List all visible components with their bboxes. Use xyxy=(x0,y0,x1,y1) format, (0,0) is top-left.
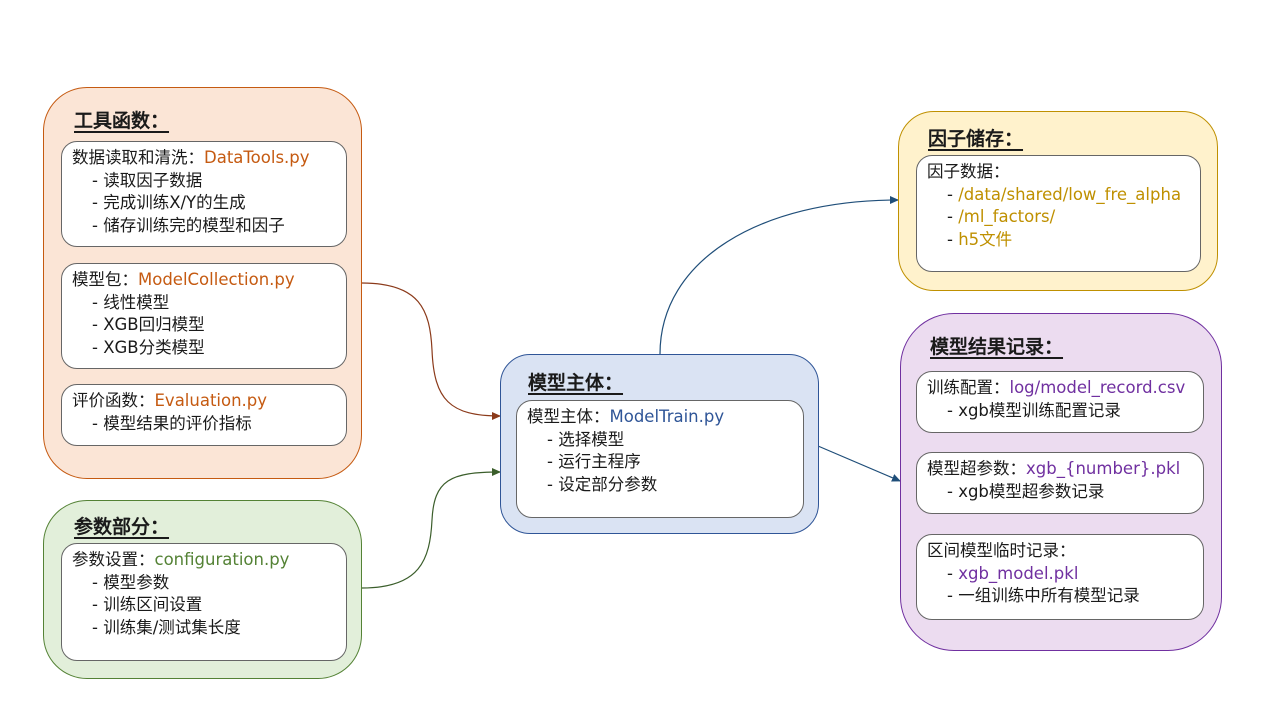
train-config-label: 训练配置： xyxy=(927,378,1010,397)
data-tools-file: DataTools.py xyxy=(204,148,310,167)
hyperparams-item: - xgb模型超参数记录 xyxy=(947,481,1105,501)
temp-record-item: - 一组训练中所有模型记录 xyxy=(947,586,1140,605)
data-tools-item: - 完成训练X/Y的生成 xyxy=(92,193,246,212)
results-group: 模型结果记录： 训练配置：log/model_record.csv - xgb模… xyxy=(900,313,1222,651)
data-tools-label: 数据读取和清洗： xyxy=(72,148,204,167)
arrow-main-to-results xyxy=(817,445,901,482)
train-config-file: log/model_record.csv xyxy=(1009,378,1186,397)
tools-group-title: 工具函数： xyxy=(74,110,170,132)
arrow-params-to-main xyxy=(361,468,501,589)
params-group: 参数部分： 参数设置：configuration.py - 模型参数 - 训练区… xyxy=(43,500,362,679)
model-train-item: - 运行主程序 xyxy=(547,452,641,471)
hyperparams-box: 模型超参数：xgb_{number}.pkl - xgb模型超参数记录 xyxy=(916,452,1204,514)
params-group-title: 参数部分： xyxy=(74,516,170,538)
configuration-item: - 训练区间设置 xyxy=(92,595,203,614)
arrow-main-to-storage xyxy=(659,196,899,355)
temp-record-label: 区间模型临时记录： xyxy=(927,541,1076,560)
configuration-item: - 训练集/测试集长度 xyxy=(92,617,241,637)
evaluation-item: - 模型结果的评价指标 xyxy=(92,413,252,433)
evaluation-box: 评价函数：Evaluation.py - 模型结果的评价指标 xyxy=(61,384,347,446)
configuration-item: - 模型参数 xyxy=(92,572,170,592)
train-config-item: - xgb模型训练配置记录 xyxy=(947,400,1121,420)
model-collection-label: 模型包： xyxy=(72,270,138,289)
evaluation-file: Evaluation.py xyxy=(154,391,268,410)
configuration-box: 参数设置：configuration.py - 模型参数 - 训练区间设置 - … xyxy=(61,543,347,661)
model-train-file: ModelTrain.py xyxy=(609,407,725,426)
configuration-file: configuration.py xyxy=(154,550,290,569)
model-collection-item: - 线性模型 xyxy=(92,292,170,312)
storage-group-title: 因子储存： xyxy=(928,128,1024,150)
temp-record-box: 区间模型临时记录： - xgb_model.pkl - 一组训练中所有模型记录 xyxy=(916,534,1204,620)
factor-data-box: 因子数据： - /data/shared/low_fre_alpha - /ml… xyxy=(916,155,1201,272)
model-collection-file: ModelCollection.py xyxy=(138,270,295,289)
model-train-item: - 选择模型 xyxy=(547,429,625,449)
train-config-box: 训练配置：log/model_record.csv - xgb模型训练配置记录 xyxy=(916,371,1204,433)
tools-group: 工具函数： 数据读取和清洗：DataTools.py - 读取因子数据 - 完成… xyxy=(43,87,362,479)
model-collection-item: - XGB分类模型 xyxy=(92,337,205,357)
data-tools-box: 数据读取和清洗：DataTools.py - 读取因子数据 - 完成训练X/Y的… xyxy=(61,141,347,247)
factor-path: /data/shared/low_fre_alpha xyxy=(958,184,1182,204)
factor-path: /ml_factors/ xyxy=(958,207,1056,226)
factor-data-label: 因子数据： xyxy=(927,162,1010,181)
hyperparams-file: xgb_{number}.pkl xyxy=(1026,459,1181,478)
main-group-title: 模型主体： xyxy=(528,372,624,394)
model-collection-box: 模型包：ModelCollection.py - 线性模型 - XGB回归模型 … xyxy=(61,263,347,369)
data-tools-item: - 读取因子数据 xyxy=(92,170,203,190)
factor-file-type: h5文件 xyxy=(958,229,1013,249)
model-train-label: 模型主体： xyxy=(527,407,610,426)
configuration-label: 参数设置： xyxy=(72,550,155,569)
storage-group: 因子储存： 因子数据： - /data/shared/low_fre_alpha… xyxy=(898,111,1218,291)
model-train-box: 模型主体：ModelTrain.py - 选择模型 - 运行主程序 - 设定部分… xyxy=(516,400,804,518)
data-tools-item: - 储存训练完的模型和因子 xyxy=(92,215,285,235)
main-group: 模型主体： 模型主体：ModelTrain.py - 选择模型 - 运行主程序 … xyxy=(500,354,819,534)
evaluation-label: 评价函数： xyxy=(72,391,155,410)
model-train-item: - 设定部分参数 xyxy=(547,474,658,494)
temp-record-file: xgb_model.pkl xyxy=(958,563,1079,583)
hyperparams-label: 模型超参数： xyxy=(927,459,1026,478)
arrow-modelpackage-to-main xyxy=(361,282,501,420)
model-collection-item: - XGB回归模型 xyxy=(92,315,205,334)
results-group-title: 模型结果记录： xyxy=(930,336,1064,358)
